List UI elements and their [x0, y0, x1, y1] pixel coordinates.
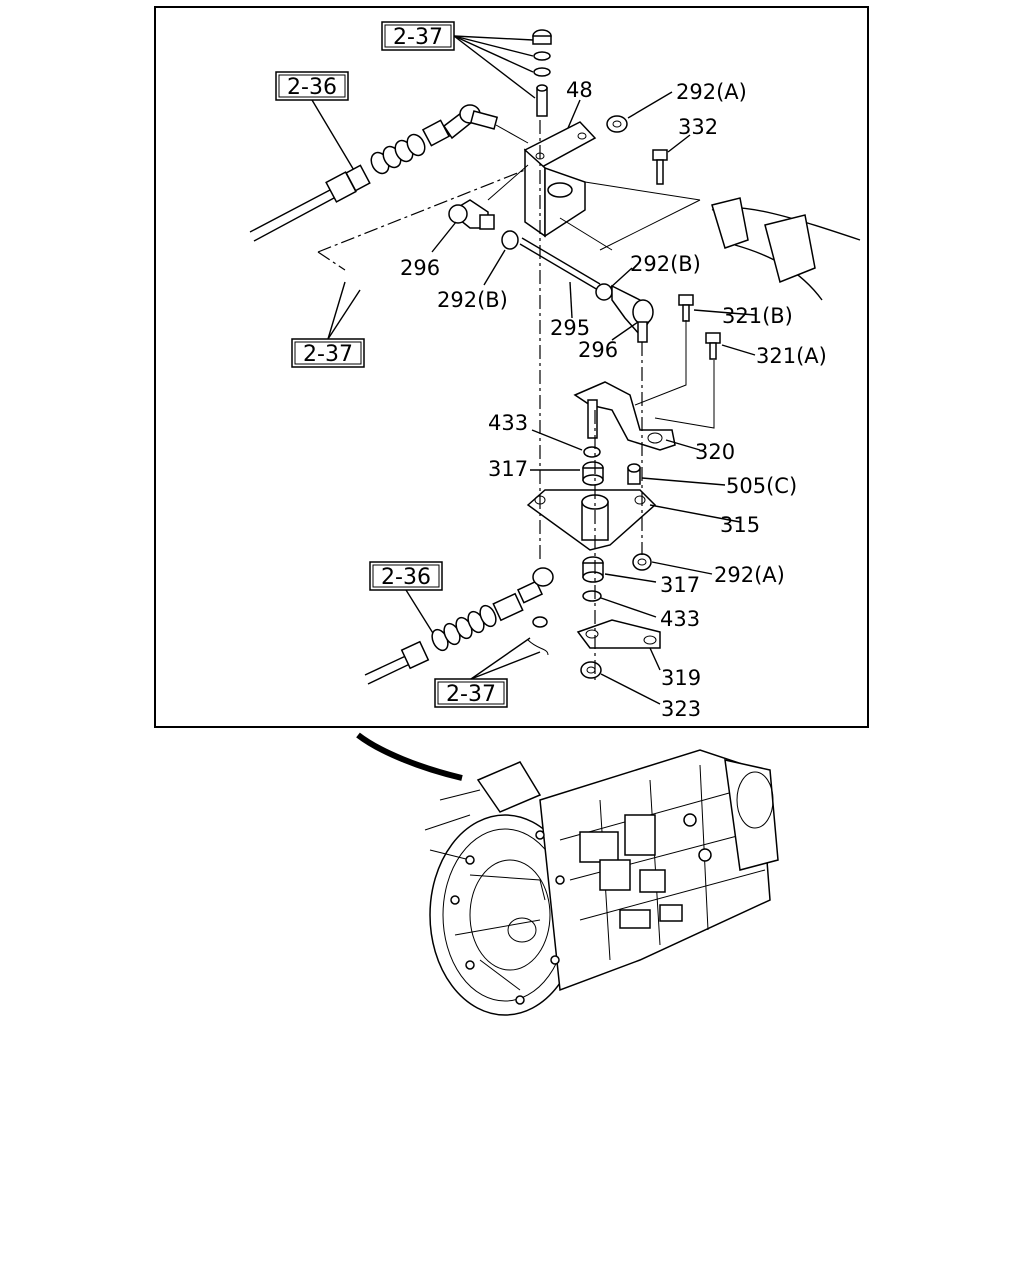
bolt-321b — [678, 294, 694, 322]
ref-label-left-mid: 2-37 — [303, 342, 353, 367]
collar-317-lower — [582, 556, 604, 583]
callout-320: 320 — [695, 440, 735, 464]
plate-315 — [526, 489, 657, 551]
callout-292a-bottom: 292(A) — [714, 563, 785, 587]
callout-505c: 505(C) — [726, 474, 797, 498]
ref-box-bottom[interactable]: 2-37 — [434, 678, 508, 708]
transmission-illustration — [424, 749, 779, 1016]
assembly-axes — [317, 120, 643, 680]
callout-433-lower: 433 — [660, 607, 700, 631]
bolt-321a — [705, 332, 721, 360]
callout-296-right: 296 — [578, 338, 618, 362]
ref-label-lower-cable: 2-36 — [381, 565, 431, 590]
callout-332: 332 — [678, 115, 718, 139]
bolt-332 — [652, 149, 668, 185]
callout-292a-top: 292(A) — [676, 80, 747, 104]
ref-leaders — [311, 35, 541, 680]
shift-shaft — [559, 181, 861, 301]
locator-arrow — [356, 732, 463, 781]
callout-labels: 48 292(A) 332 296 292(B) 292(B) 295 296 … — [400, 78, 827, 721]
callout-321a: 321(A) — [756, 344, 827, 368]
callout-leaders — [431, 91, 756, 705]
lever-319 — [576, 619, 661, 649]
upper-shift-cable — [249, 104, 529, 242]
diagram-frame — [154, 6, 869, 728]
ref-box-left-mid[interactable]: 2-37 — [291, 338, 365, 368]
collar-317-upper — [582, 461, 604, 486]
ref-label-bottom: 2-37 — [446, 682, 496, 707]
nut-292a-bottom — [632, 553, 652, 571]
callout-296-left: 296 — [400, 256, 440, 280]
top-fastener-stack — [532, 29, 552, 117]
lower-select-cable — [364, 567, 554, 685]
nut-292a-top — [606, 115, 628, 133]
ref-label-upper-cable: 2-36 — [287, 75, 337, 100]
washer-433-lower — [582, 590, 602, 602]
nut-323 — [580, 661, 602, 679]
callout-315: 315 — [720, 513, 760, 537]
bushing-505c — [627, 463, 641, 485]
callout-292b-right: 292(B) — [630, 252, 701, 276]
callout-317-upper: 317 — [488, 457, 528, 481]
callout-317-lower: 317 — [660, 573, 700, 597]
washer-433-upper — [583, 446, 601, 458]
callout-295: 295 — [550, 316, 590, 340]
callout-48: 48 — [566, 78, 593, 102]
ref-box-lower-cable[interactable]: 2-36 — [369, 561, 443, 591]
callout-323: 323 — [661, 697, 701, 721]
callout-433-upper: 433 — [488, 411, 528, 435]
callout-319: 319 — [661, 666, 701, 690]
lever-320 — [573, 320, 715, 451]
callout-321b: 321(B) — [722, 304, 793, 328]
ref-box-top[interactable]: 2-37 — [381, 21, 455, 51]
ref-box-upper-cable[interactable]: 2-36 — [275, 71, 349, 101]
linkage-rod — [448, 164, 654, 343]
bracket-48 — [523, 121, 597, 238]
callout-292b-left: 292(B) — [437, 288, 508, 312]
ref-label-top: 2-37 — [393, 25, 443, 50]
